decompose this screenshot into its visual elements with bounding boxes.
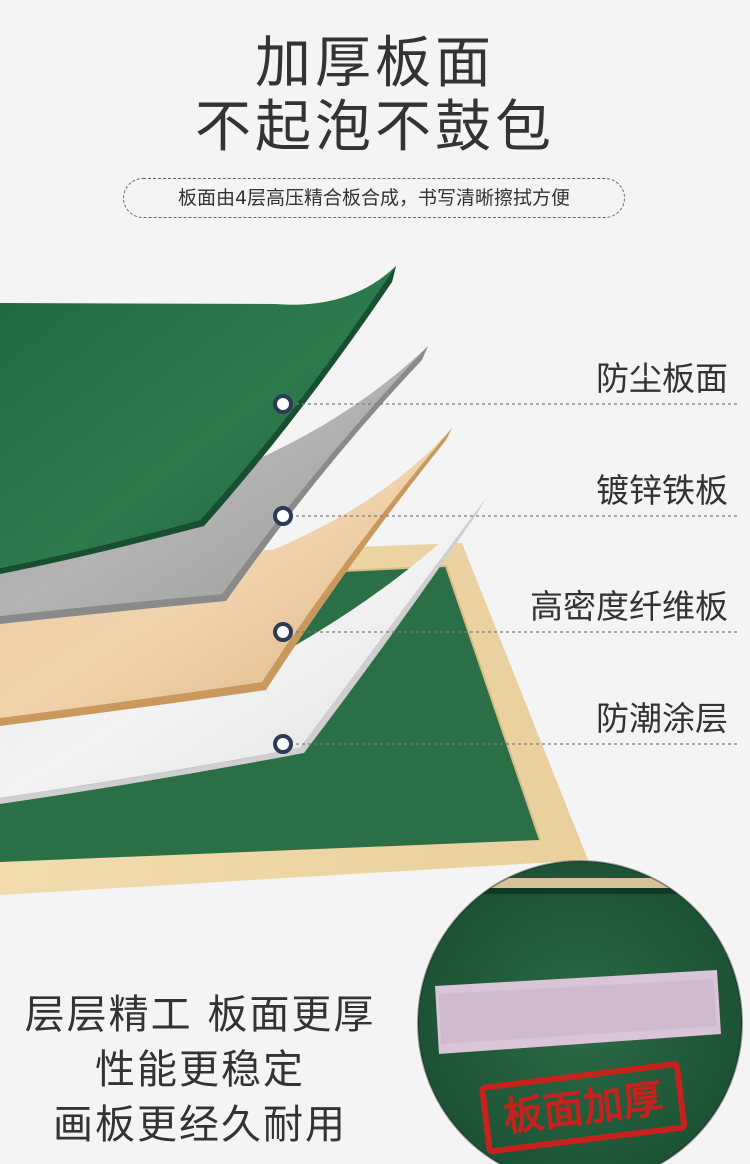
marker-dot-3 — [273, 622, 293, 642]
layer-label-dustproof: 防尘板面 — [596, 359, 728, 398]
feature-line-2: 性能更稳定 — [95, 1047, 305, 1093]
page-title-line2: 不起泡不鼓包 — [195, 95, 555, 160]
subtitle-pill: 板面由4层高压精合板合成，书写清晰擦拭方便 — [123, 178, 625, 218]
leader-lines — [290, 403, 740, 745]
page-title-line1: 加厚板面 — [255, 31, 495, 96]
layer-markers — [273, 394, 293, 754]
subtitle-text: 板面由4层高压精合板合成，书写清晰擦拭方便 — [177, 187, 571, 209]
feature-line-1: 层层精工 板面更厚 — [24, 992, 376, 1038]
feature-line-3: 画板更经久耐用 — [53, 1102, 347, 1148]
closeup-circle: 板面加厚 — [417, 860, 743, 1164]
layer-illustration — [0, 266, 740, 895]
marker-dot-1 — [273, 394, 293, 414]
layer-label-fiberboard: 高密度纤维板 — [530, 587, 728, 626]
marker-dot-4 — [273, 734, 293, 754]
layer-label-galvanized: 镀锌铁板 — [596, 471, 728, 510]
marker-dot-2 — [273, 506, 293, 526]
layer-label-coating: 防潮涂层 — [596, 699, 728, 738]
board-surface-layer — [0, 266, 396, 568]
coating-layer — [0, 498, 486, 798]
